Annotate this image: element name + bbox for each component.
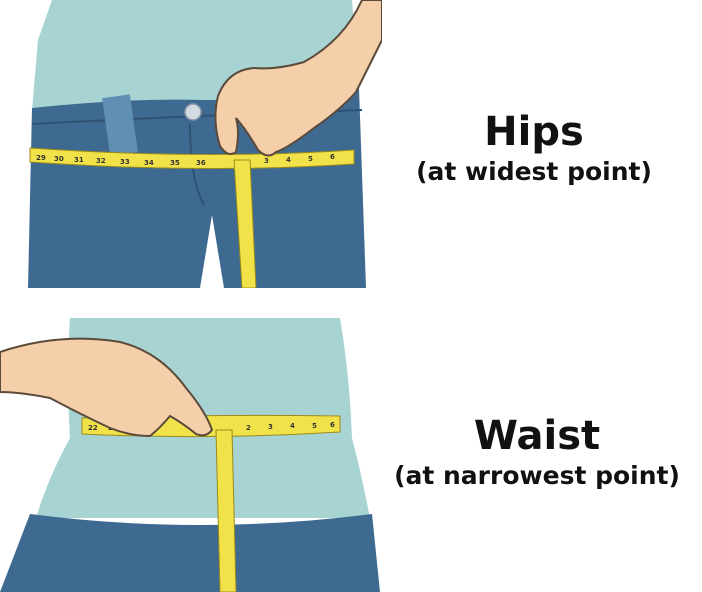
svg-text:22: 22 [88,424,98,432]
svg-text:2: 2 [246,424,251,432]
svg-text:4: 4 [286,156,291,164]
svg-text:29: 29 [36,154,46,162]
svg-text:34: 34 [144,159,154,167]
jeans-shape [0,514,380,592]
waist-title: Waist [372,412,702,460]
jeans-button-icon [185,104,201,120]
svg-text:36: 36 [196,159,206,167]
hips-title: Hips [383,108,685,156]
svg-text:5: 5 [312,422,317,430]
hips-caption: Hips (at widest point) [383,108,685,188]
svg-text:32: 32 [96,157,106,165]
svg-text:33: 33 [120,158,130,166]
svg-text:3: 3 [264,157,269,165]
hips-subtitle: (at widest point) [383,156,685,188]
svg-text:35: 35 [170,159,180,167]
svg-text:6: 6 [330,421,335,429]
svg-text:30: 30 [54,155,64,163]
waist-caption: Waist (at narrowest point) [372,412,702,492]
svg-text:31: 31 [74,156,84,164]
svg-text:5: 5 [308,155,313,163]
waist-subtitle: (at narrowest point) [372,460,702,492]
svg-text:3: 3 [268,423,273,431]
svg-text:6: 6 [330,153,335,161]
svg-text:4: 4 [290,422,295,430]
